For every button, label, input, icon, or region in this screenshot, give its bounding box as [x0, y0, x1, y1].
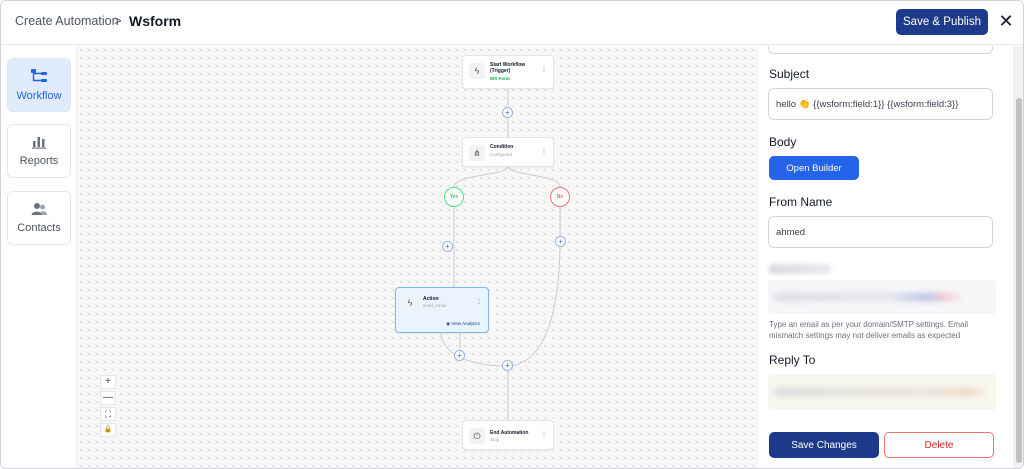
workflow-icon	[31, 69, 47, 82]
lock-icon[interactable]: 🔒	[100, 423, 116, 437]
sitemap-icon: ⋔	[469, 145, 485, 161]
from-name-label: From Name	[769, 195, 833, 209]
panel-scrollbar[interactable]	[1013, 46, 1023, 468]
node-title: Action	[423, 296, 439, 302]
breadcrumb-separator-icon: >	[114, 13, 122, 28]
sidebar-item-label: Contacts	[17, 222, 61, 234]
subject-label: Subject	[769, 67, 810, 81]
blurred-value	[774, 388, 989, 396]
sidebar: Workflow Reports Contacts	[1, 46, 77, 468]
close-icon[interactable]: ✕	[998, 11, 1014, 31]
start-workflow-node[interactable]: ϟ Start Workflow (Trigger) WS Form ⋮	[462, 55, 554, 89]
from-email-input-blurred[interactable]	[768, 280, 996, 314]
zoom-in-button[interactable]: +	[100, 375, 116, 389]
workflow-canvas[interactable]: ϟ Start Workflow (Trigger) WS Form ⋮ + ⋔…	[77, 46, 758, 468]
condition-node[interactable]: ⋔ Condition Configured ⋮	[462, 137, 554, 167]
page-title: Wsform	[129, 13, 182, 29]
users-icon	[31, 203, 47, 215]
sidebar-item-reports[interactable]: Reports	[7, 124, 71, 178]
add-step-button[interactable]: +	[502, 360, 513, 371]
power-icon: ⏻	[469, 428, 485, 444]
sidebar-item-label: Reports	[19, 155, 59, 167]
delete-button[interactable]: Delete	[884, 432, 994, 458]
bolt-icon: ϟ	[402, 295, 418, 311]
sidebar-item-workflow[interactable]: Workflow	[7, 58, 71, 112]
from-name-input[interactable]: ahmed	[768, 216, 993, 248]
node-menu-icon[interactable]: ⋮	[541, 67, 547, 73]
node-title: End Automation	[490, 430, 529, 436]
branch-yes-badge[interactable]: Yes	[444, 187, 464, 207]
view-analytics-label: View Analytics	[451, 321, 480, 326]
node-title: Condition	[490, 144, 514, 150]
node-subtitle: Stop	[490, 437, 500, 442]
bar-chart-icon	[32, 137, 46, 149]
fit-view-button[interactable]: ⛶	[100, 407, 116, 421]
subject-input[interactable]: hello 👏 {{wsform:field:1}} {{wsform:fiel…	[768, 88, 993, 120]
open-builder-button[interactable]: Open Builder	[769, 156, 859, 180]
node-subtitle: WS Form	[490, 76, 510, 81]
sidebar-item-contacts[interactable]: Contacts	[7, 191, 71, 245]
add-step-button[interactable]: +	[454, 350, 465, 361]
node-subtitle: send_email	[423, 303, 447, 308]
add-step-button[interactable]: +	[442, 241, 453, 252]
breadcrumb-root[interactable]: Create Automation	[15, 14, 119, 28]
add-step-button[interactable]: +	[555, 236, 566, 247]
end-automation-node[interactable]: ⏻ End Automation Stop ⋮	[462, 420, 554, 450]
bolt-icon: ϟ	[469, 63, 485, 79]
zoom-out-button[interactable]: —	[100, 391, 116, 405]
branch-no-badge[interactable]: No	[550, 187, 570, 207]
node-subtitle: Configured	[490, 152, 513, 157]
workflow-connectors	[440, 85, 561, 420]
email-hint-text: Type an email as per your domain/SMTP se…	[769, 320, 969, 340]
from-email-label-blurred	[769, 264, 831, 274]
sidebar-item-label: Workflow	[16, 90, 62, 102]
view-analytics-link[interactable]: ◉ View Analytics	[446, 321, 480, 326]
previous-field-input[interactable]	[768, 46, 993, 54]
blurred-value	[774, 293, 964, 301]
save-publish-button[interactable]: Save & Publish	[896, 9, 988, 35]
reply-to-label: Reply To	[769, 353, 816, 367]
action-node[interactable]: ϟ Action send_email ⋮ ◉ View Analytics	[395, 287, 489, 333]
scrollbar-thumb[interactable]	[1016, 98, 1022, 463]
add-step-button[interactable]: +	[502, 107, 513, 118]
save-changes-button[interactable]: Save Changes	[769, 432, 879, 458]
node-title: Start Workflow (Trigger)	[490, 62, 526, 74]
node-menu-icon[interactable]: ⋮	[541, 432, 547, 438]
reply-to-input-blurred[interactable]	[768, 374, 996, 410]
node-menu-icon[interactable]: ⋮	[476, 299, 482, 305]
action-settings-panel: Subject hello 👏 {{wsform:field:1}} {{wsf…	[758, 46, 1013, 468]
node-menu-icon[interactable]: ⋮	[541, 149, 547, 155]
header-bar: Create Automation > Wsform Save & Publis…	[1, 1, 1023, 45]
body-label: Body	[769, 135, 797, 149]
